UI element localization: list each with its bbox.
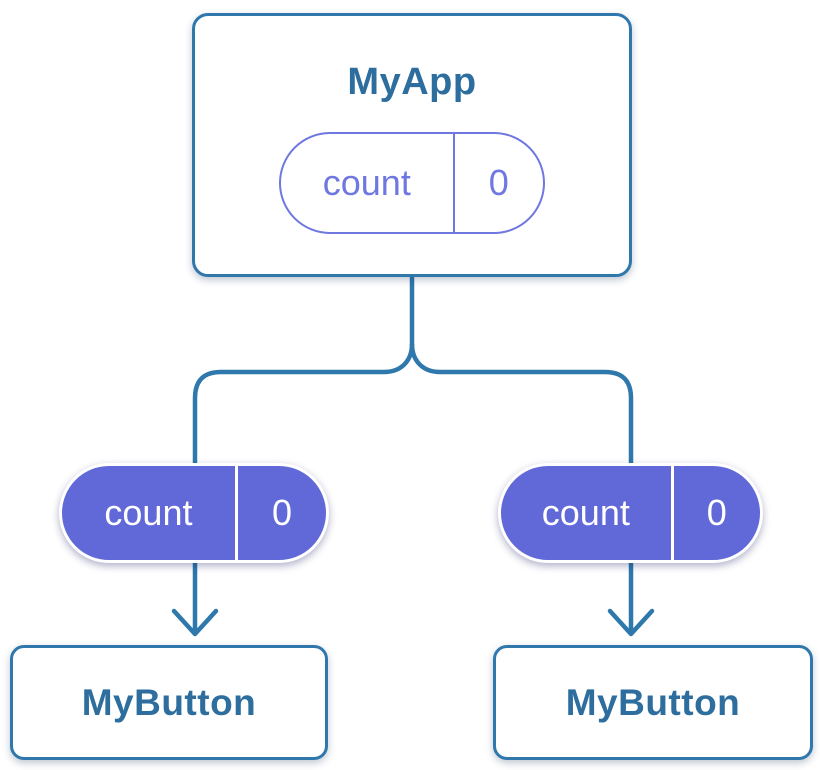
node-mybutton-right: MyButton (493, 645, 813, 760)
prop-pill-left-value: 0 (271, 492, 292, 533)
node-mybutton-right-title: MyButton (565, 681, 741, 723)
node-mybutton-left: MyButton (10, 645, 328, 760)
state-pill-name: count (281, 134, 455, 232)
node-myapp: MyApp count 0 (192, 13, 632, 277)
arrowhead-right-icon (607, 608, 655, 637)
state-pill-value: 0 (488, 162, 509, 203)
prop-pill-right-name: count (501, 466, 674, 560)
connector-branch-left (192, 343, 415, 633)
prop-pill-right: count 0 (498, 463, 763, 563)
prop-pill-left-name: count (62, 466, 238, 560)
node-mybutton-left-title: MyButton (81, 681, 257, 723)
prop-pill-left: count 0 (59, 463, 329, 563)
prop-pill-right-value: 0 (706, 492, 727, 533)
arrowhead-left-icon (171, 608, 219, 637)
node-myapp-title: MyApp (347, 61, 477, 103)
connector-branch-right (409, 343, 634, 633)
state-pill-myapp: count 0 (279, 132, 545, 234)
